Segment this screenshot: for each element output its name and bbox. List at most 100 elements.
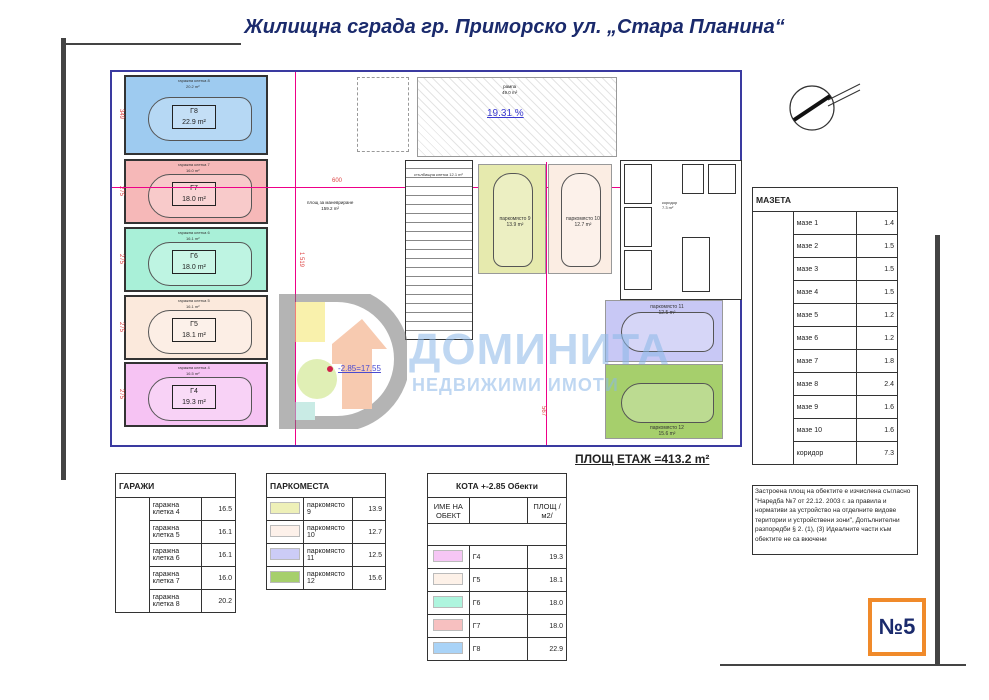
mazeta-value: 1.6: [856, 395, 898, 419]
parking-area: 12.5 m²: [658, 310, 676, 316]
garage-value: 16.5: [201, 497, 236, 521]
garage-value: 16.1: [201, 543, 236, 567]
watermark-text: ДОМИНИТА: [409, 325, 671, 374]
kota-name: Г4: [468, 545, 529, 569]
parking-area: 13.9 m²: [506, 222, 524, 228]
garage-area: 18.0 m²: [182, 263, 206, 271]
parking-value: 13.9: [351, 497, 387, 521]
mazeta-value: 7.3: [856, 441, 898, 465]
color-swatch: [433, 642, 464, 654]
mazeta-name: мазе 1: [792, 211, 858, 235]
color-swatch: [433, 573, 464, 585]
parking-name: паркомясто 11: [650, 304, 684, 310]
garage-caption-area: 16.5 m²: [186, 371, 200, 376]
parking-area: 12.7 m²: [574, 222, 592, 228]
garage-dimension: 275: [118, 253, 124, 264]
garage-id: Г5: [190, 320, 198, 328]
garage-label: Г8 22.9 m²: [172, 105, 216, 129]
garage-name: гаражна клетка 7: [148, 566, 203, 590]
garage-caption: гаражна клетка 7: [178, 162, 210, 167]
garage-area: 22.9 m²: [182, 119, 206, 126]
mazeta-value: 1.5: [856, 257, 898, 281]
maneuver-area: 159.2 m²: [321, 206, 340, 211]
color-swatch: [270, 571, 300, 583]
kota-value: 18.0: [527, 591, 567, 615]
car-icon: [148, 97, 252, 141]
stair-label: стълбищна клетка 12.1 m²: [414, 172, 463, 177]
parking-name: паркомясто 12: [650, 425, 684, 431]
garage-dimension: 349: [118, 109, 124, 120]
parking-value: 12.5: [351, 543, 387, 567]
ramp-area: 49.0 m²: [502, 90, 518, 95]
storage-room: [624, 207, 652, 247]
garage-value: 20.2: [201, 589, 236, 613]
parking-name: паркомясто 11: [303, 543, 353, 567]
kota-name: Г8: [468, 637, 529, 661]
garage-name: гаражна клетка 8: [148, 589, 203, 613]
parking-name: паркомясто 12: [303, 566, 353, 590]
level-mark: -2.85=17.55: [338, 364, 381, 373]
corridor-name: коридор: [662, 200, 678, 205]
garage-caption: гаражна клетка 8: [178, 78, 210, 83]
garage-caption: гаражна клетка 6: [178, 230, 210, 235]
shaft: [357, 77, 409, 152]
frame-bottom-line: [720, 664, 966, 666]
mazeta-value: 1.5: [856, 234, 898, 258]
garage-caption: гаражна клетка 5: [178, 298, 210, 303]
mazeta-value: 1.6: [856, 418, 898, 442]
stair-core: [405, 160, 473, 340]
storage-room: [682, 164, 704, 194]
car-icon: [148, 309, 252, 354]
car-icon: [621, 312, 714, 352]
kota-col-area: ПЛОЩ /м2/: [527, 497, 567, 524]
ramp: [417, 77, 617, 157]
dimension-line-v: [295, 72, 296, 445]
kota-title: КОТА +-2.85 Обекти: [427, 473, 567, 498]
garage-id: Г4: [190, 387, 198, 395]
kota-name: Г7: [468, 614, 529, 638]
page-title: Жилищна сграда гр. Приморско ул. „Стара …: [244, 16, 785, 38]
car-icon: [561, 173, 601, 267]
garage-value: 16.1: [201, 520, 236, 544]
sheet-number-badge: №5: [868, 598, 926, 656]
parking-name: паркомясто 10: [303, 520, 353, 544]
kota-value: 19.3: [527, 545, 567, 569]
garage-caption-area: 16.1 m²: [186, 304, 200, 309]
corridor-label: коридор 7.3 m²: [662, 200, 677, 210]
mazeta-name: коридор: [792, 441, 858, 465]
garage-id: Г8: [190, 108, 198, 115]
car-icon: [148, 173, 252, 218]
mazeta-value: 1.2: [856, 303, 898, 327]
mazeta-value: 1.8: [856, 349, 898, 373]
garage-id: Г7: [190, 184, 198, 192]
garage-caption-area: 16.1 m²: [186, 236, 200, 241]
dimension-600: 600: [332, 178, 343, 184]
